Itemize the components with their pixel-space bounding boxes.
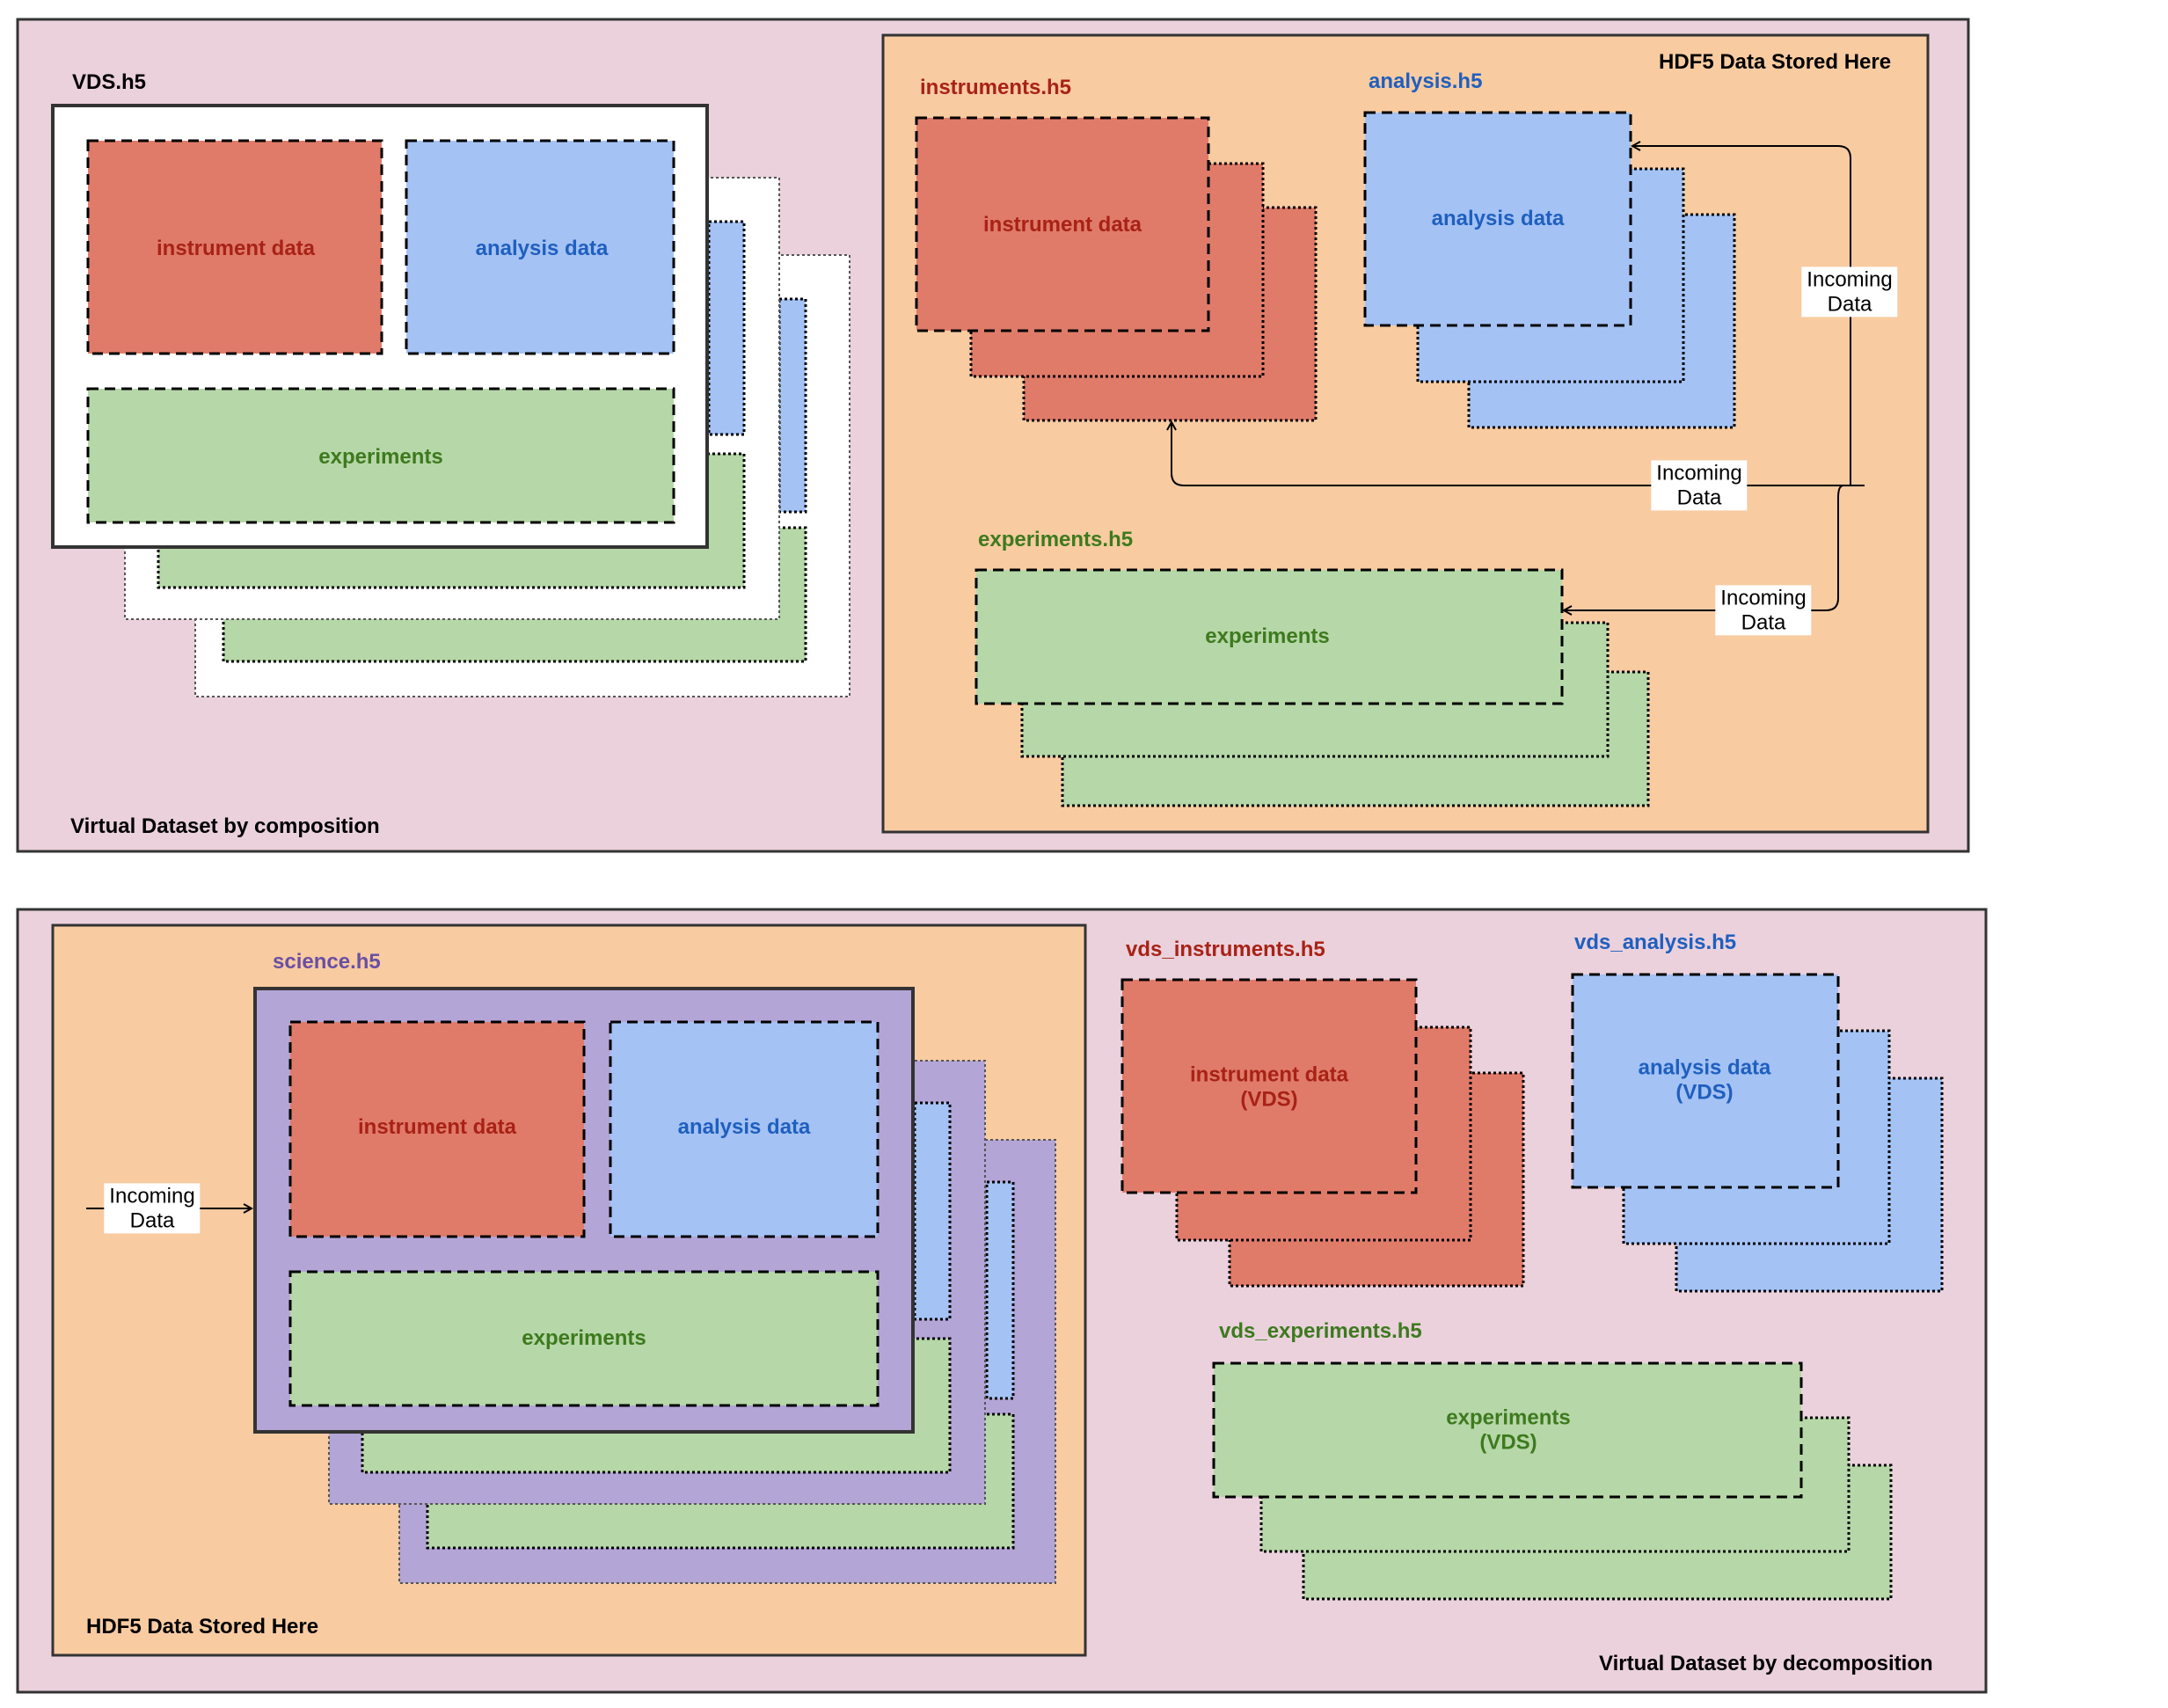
- incoming-data-line-1: Incoming: [109, 1184, 195, 1208]
- vds-analysis-block: [405, 139, 675, 355]
- incoming-data-line-1: Incoming: [1656, 461, 1742, 485]
- science-copy-3-analysis: [985, 1180, 1015, 1400]
- science-analysis-block: [609, 1020, 880, 1238]
- incoming-data-tag-experiments: Incoming Data: [1715, 585, 1812, 636]
- vds-analysis-block-label: analysis data (VDS): [1639, 1055, 1771, 1104]
- instruments-block-label: instrument data: [982, 213, 1142, 237]
- science-experiments-block: [288, 1270, 880, 1407]
- vds-instruments-block: [1120, 978, 1418, 1194]
- science-experiments-label: experiments: [522, 1326, 646, 1351]
- vds-instruments-block-label: instrument data (VDS): [1190, 1062, 1348, 1111]
- incoming-data-line-1: Incoming: [1807, 267, 1893, 292]
- incoming-data-line-2: Data: [1741, 610, 1786, 634]
- experiments-file-label: experiments.h5: [978, 528, 1134, 551]
- vds-analysis-block: [1571, 973, 1840, 1189]
- vds-file-label: VDS.h5: [72, 70, 147, 94]
- incoming-arrow-experiments: [1564, 485, 1850, 610]
- science-copy-2-analysis: [913, 1101, 952, 1321]
- science-instrument-block: [288, 1020, 586, 1238]
- bottom-storage-caption: HDF5 Data Stored Here: [86, 1615, 319, 1639]
- analysis-block: [1363, 111, 1632, 327]
- top-panel-caption: Virtual Dataset by composition: [70, 814, 380, 838]
- analysis-file-label: analysis.h5: [1369, 69, 1483, 93]
- science-file-label: science.h5: [273, 950, 381, 974]
- experiments-block-label: experiments: [1205, 624, 1330, 649]
- incoming-arrow-instruments: [1172, 422, 1865, 486]
- vds-instruments-label-line-1: instrument data: [1189, 1062, 1349, 1087]
- vds-instrument-block: [86, 139, 383, 355]
- top-storage-caption: HDF5 Data Stored Here: [1659, 50, 1892, 74]
- incoming-data-line-2: Data: [1676, 485, 1722, 509]
- incoming-data-line-1: Incoming: [1720, 586, 1807, 610]
- incoming-data-line-2: Data: [1827, 292, 1872, 316]
- vds-instrument-label: instrument data: [156, 237, 316, 261]
- vds-experiments-label-line-1: experiments: [1446, 1405, 1571, 1430]
- instruments-block: [915, 116, 1210, 332]
- incoming-data-tag-instruments: Incoming Data: [1651, 460, 1748, 511]
- science-analysis-label: analysis data: [677, 1115, 811, 1140]
- incoming-arrow-analysis: [1632, 146, 1851, 485]
- vds-analysis-label-line-1: analysis data: [1638, 1055, 1771, 1080]
- vds-analysis-label: analysis data: [475, 237, 609, 261]
- instruments-file-label: instruments.h5: [920, 76, 1072, 99]
- bottom-panel-caption: Virtual Dataset by decomposition: [1599, 1652, 1933, 1675]
- vds-analysis-label-line-2: (VDS): [1675, 1080, 1734, 1104]
- vds-copy-3-analysis: [777, 297, 807, 514]
- vds-experiments-block: [86, 387, 675, 524]
- vds-experiments-file-label: vds_experiments.h5: [1219, 1319, 1422, 1343]
- analysis-block-label: analysis data: [1431, 207, 1565, 231]
- science-instrument-label: instrument data: [357, 1115, 517, 1140]
- vds-experiments-block-label: experiments (VDS): [1446, 1405, 1570, 1454]
- experiments-block: [975, 568, 1564, 705]
- vds-analysis-file-label: vds_analysis.h5: [1574, 931, 1737, 954]
- incoming-data-tag-analysis: Incoming Data: [1801, 266, 1898, 318]
- vds-experiments-label-line-2: (VDS): [1479, 1430, 1537, 1454]
- incoming-data-line-2: Data: [129, 1208, 175, 1232]
- vds-experiments-block: [1212, 1361, 1803, 1499]
- vds-instruments-file-label: vds_instruments.h5: [1126, 938, 1325, 961]
- vds-copy-2-analysis: [707, 220, 746, 436]
- incoming-data-tag-science: Incoming Data: [104, 1183, 201, 1234]
- vds-instruments-label-line-2: (VDS): [1240, 1087, 1298, 1111]
- vds-experiments-label: experiments: [318, 445, 443, 470]
